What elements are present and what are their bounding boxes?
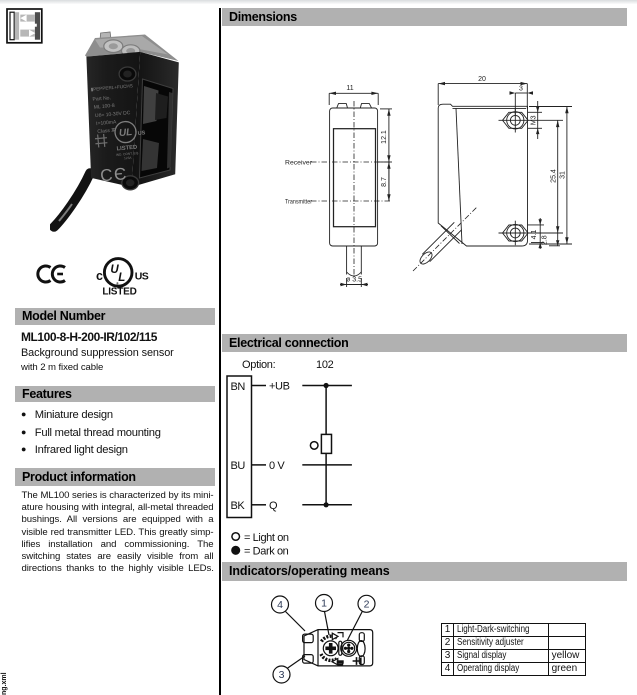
svg-text:4: 4 (277, 599, 283, 611)
svg-text:11: 11 (346, 85, 353, 92)
svg-text:L: L (118, 272, 125, 284)
svg-text:2.8: 2.8 (542, 235, 549, 245)
svg-text:U: U (110, 264, 119, 276)
svg-text:IND. CONT. EQ.: IND. CONT. EQ. (116, 151, 140, 157)
svg-text:US: US (137, 130, 145, 137)
svg-text:Uб= 10-30V DC: Uб= 10-30V DC (95, 110, 131, 119)
svg-text:123A: 123A (124, 156, 133, 161)
svg-text:US: US (135, 271, 149, 283)
svg-text:ø 3.5: ø 3.5 (346, 277, 362, 284)
svg-text:4.1: 4.1 (531, 230, 538, 240)
svg-text:3: 3 (519, 86, 523, 93)
svg-text:LISTED: LISTED (116, 145, 137, 153)
svg-text:M3: M3 (531, 115, 538, 125)
svg-text:1: 1 (321, 598, 327, 610)
svg-text:I=100mA: I=100mA (96, 119, 117, 127)
svg-text:Receiver: Receiver (285, 159, 313, 166)
svg-text:0 V: 0 V (269, 460, 285, 472)
svg-text:20: 20 (478, 76, 486, 83)
svg-text:Transmitter: Transmitter (285, 198, 313, 205)
svg-text:+UB: +UB (269, 381, 290, 393)
svg-text:Part No.: Part No. (92, 95, 111, 103)
svg-text:▮PEPPERL+FUCHS: ▮PEPPERL+FUCHS (90, 83, 133, 92)
svg-text:®: ® (116, 282, 119, 286)
svg-text:12.1: 12.1 (381, 130, 388, 144)
svg-text:Q: Q (269, 500, 278, 512)
svg-text:BN: BN (231, 381, 246, 393)
svg-text:8.7: 8.7 (381, 177, 388, 187)
svg-text:3: 3 (279, 669, 285, 681)
svg-text:31: 31 (560, 171, 567, 179)
svg-text:c: c (96, 269, 103, 283)
svg-text:BK: BK (231, 500, 246, 512)
svg-text:CЄ: CЄ (99, 164, 128, 185)
svg-text:ML 100-8: ML 100-8 (94, 103, 116, 111)
svg-text:= Dark on: = Dark on (244, 546, 289, 558)
svg-text:BU: BU (231, 460, 246, 472)
svg-text:2: 2 (364, 599, 370, 611)
svg-text:UL: UL (118, 127, 132, 139)
svg-text:Class 2: Class 2 (97, 128, 114, 135)
svg-text:c: c (112, 127, 116, 133)
svg-text:= Light on: = Light on (244, 532, 289, 544)
svg-text:LISTED: LISTED (102, 286, 136, 297)
svg-text:25.4: 25.4 (551, 169, 558, 183)
